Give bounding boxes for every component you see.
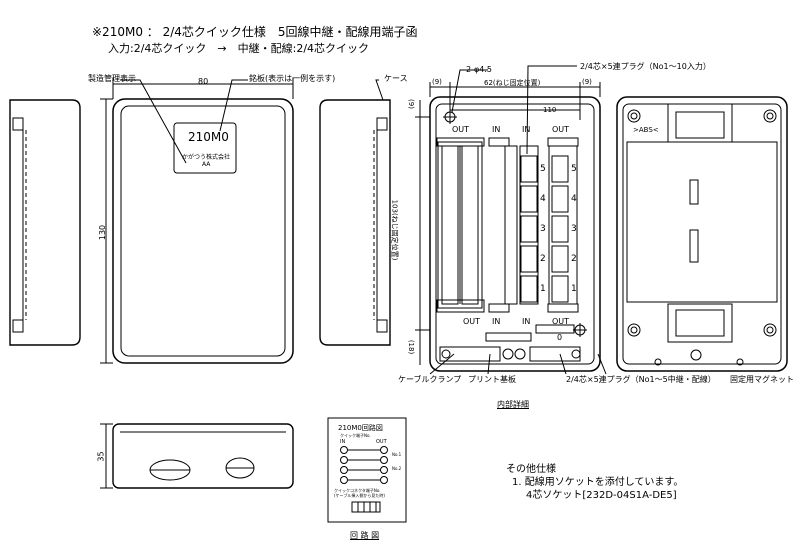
dim-v-bottom-18: (18) — [407, 339, 416, 355]
nameplate-label: 銘板(表示は一例を示す) — [249, 74, 336, 83]
abs-label: >ABS< — [633, 126, 659, 134]
page-title: ※210M0 ： 2/4芯クイック仕様 5回線中継・配線用端子函 — [92, 25, 418, 39]
in-label-bottom-1: IN — [492, 317, 501, 326]
height-dimension: 130 — [98, 224, 108, 241]
plug-number-right-3: 3 — [571, 224, 577, 234]
dim-left-9: (9) — [432, 78, 442, 86]
circuit-title: 210M0回路図 — [338, 424, 383, 432]
plug-number-right-1: 1 — [571, 284, 577, 294]
hole-dimension: 2-φ4.5 — [466, 65, 492, 74]
circuit-note: クイックコネクタ端子No. (ケーブル挿入側から見た時) — [334, 488, 385, 498]
dim-vertical-103: 103(ねじ固定位置) — [390, 199, 399, 261]
circuit-caption: 回 路 図 — [350, 531, 380, 540]
plug-number-right-2: 2 — [571, 254, 577, 264]
out-label-bottom-right: OUT — [552, 317, 570, 326]
circuit-side-no1: No.1 — [392, 452, 402, 457]
plug-number-left-1: 1 — [540, 284, 546, 294]
pcb-label: プリント基板 — [468, 375, 516, 384]
dim-v-top-9: (9) — [406, 99, 415, 109]
back-view — [616, 96, 788, 372]
circuit-in-header: クイック端子No. — [340, 433, 371, 438]
plug-number-left-5: 5 — [540, 164, 546, 174]
other-spec-line2: 4芯ソケット[232D-04S1A-DE5] — [526, 490, 677, 501]
in-label-top-1: IN — [492, 125, 501, 134]
out-label-top-left: OUT — [452, 125, 470, 134]
plug-number-left-2: 2 — [540, 254, 546, 264]
width-dimension: 80 — [198, 77, 209, 86]
out-label-bottom-left: OUT — [463, 317, 481, 326]
cable-clamp-label: ケーブルクランプ — [398, 375, 462, 384]
plug-number-left-4: 4 — [540, 194, 546, 204]
other-spec-line1: 1. 配線用ソケットを添付しています。 — [512, 477, 684, 488]
circuit-side-no2: No.2 — [392, 466, 402, 471]
dim-pitch-62: 62(ねじ固定位置) — [484, 79, 541, 87]
plug-label-bottom: 2/4芯×5連プラグ（No1～5中継・配線） — [566, 375, 716, 384]
out-label-top-right: OUT — [552, 125, 570, 134]
right-side-view — [319, 79, 391, 346]
nameplate-maker: かがつう株式会社 — [182, 154, 231, 161]
nameplate-model: 210M0 — [188, 130, 229, 144]
plug-label-top: 2/4芯×5連プラグ（No1～10入力） — [580, 62, 711, 71]
in-label-top-2: IN — [522, 125, 531, 134]
left-side-view — [9, 99, 81, 346]
bottom-view — [100, 423, 294, 489]
magnet-label: 固定用マグネット — [730, 375, 794, 384]
dim-right-9: (9) — [582, 78, 592, 86]
mfg-label: 製造管理表示 — [88, 74, 136, 83]
other-spec-title: その他仕様 — [506, 464, 556, 475]
plug-number-left-3: 3 — [540, 224, 546, 234]
in-label-bottom-2: IN — [522, 317, 531, 326]
page-subtitle: 入力:2/4芯クイック → 中継・配線:2/4芯クイック — [108, 42, 370, 55]
bottom-height-dimension: 35 — [96, 451, 106, 462]
case-label: ケース — [384, 74, 408, 83]
circuit-diagram-frame — [327, 417, 407, 523]
plug-number-right-5: 5 — [571, 164, 577, 174]
plug-number-right-4: 4 — [571, 194, 577, 204]
internal-caption: 内部詳細 — [497, 400, 529, 409]
nameplate-code: AA — [202, 161, 211, 168]
front-view — [100, 78, 294, 364]
internal-detail-view — [415, 65, 607, 375]
circuit-out-sub: OUT — [376, 439, 387, 445]
dim-total-110: 110 — [543, 106, 557, 114]
zero-label: 0 — [557, 333, 563, 342]
circuit-in-sub: IN — [340, 439, 346, 445]
